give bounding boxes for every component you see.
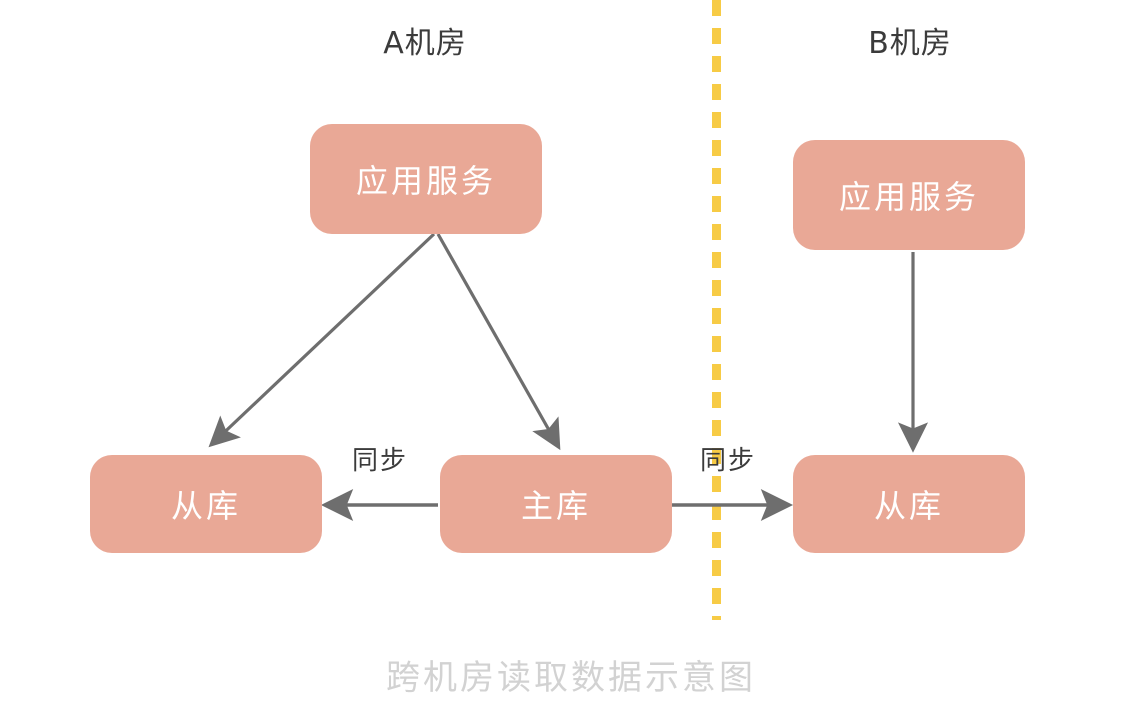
node-master-db[interactable]: 主库 [440,455,672,553]
node-slave-db-b[interactable]: 从库 [793,455,1025,553]
edge-app-a-to-slave-a [208,232,436,448]
edge-app-a-to-master [436,233,561,451]
node-app-service-a[interactable]: 应用服务 [310,124,542,234]
node-app-service-b[interactable]: 应用服务 [793,140,1025,250]
node-slave-db-a[interactable]: 从库 [90,455,322,553]
diagram-caption: 跨机房读取数据示意图 [386,658,756,698]
edge-label-sync-a: 同步 [351,446,408,476]
zone-divider-dashed-line [712,0,721,620]
edge-label-sync-b: 同步 [699,446,756,476]
zone-title-b: B机房 [868,26,952,61]
zone-title-a: A机房 [383,26,467,61]
